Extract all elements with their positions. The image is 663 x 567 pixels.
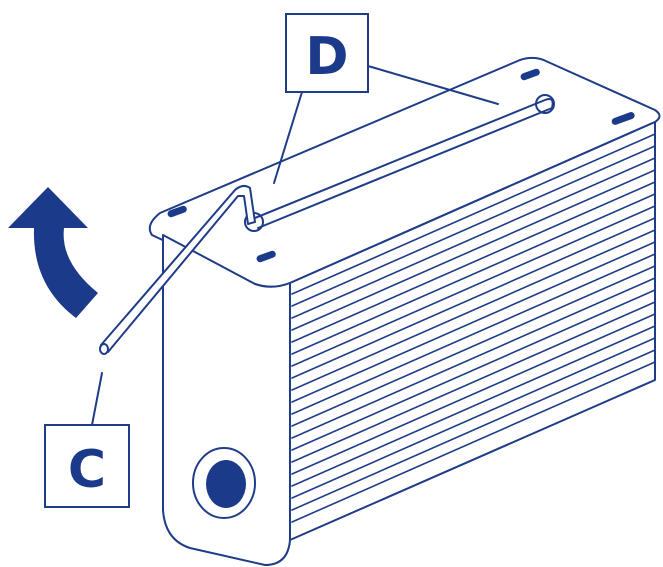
mounting-slots xyxy=(167,68,635,263)
curved-rotation-arrow-icon xyxy=(8,187,98,318)
label-c-text: C xyxy=(68,440,106,500)
label-d-callout: D xyxy=(285,13,369,93)
allen-key-icon xyxy=(99,184,256,355)
mounting-slot xyxy=(611,112,635,125)
label-c-callout: C xyxy=(44,424,130,508)
label-d-text: D xyxy=(305,27,348,87)
screw-hole-right xyxy=(535,94,555,114)
mounting-slot xyxy=(520,68,540,81)
leader-d-right xyxy=(367,65,499,105)
mounting-slot xyxy=(256,250,276,263)
leader-d-left xyxy=(273,91,303,184)
body-ribs xyxy=(291,133,656,523)
leader-c xyxy=(91,372,103,426)
mounting-slot xyxy=(167,205,187,218)
front-port xyxy=(192,447,256,519)
